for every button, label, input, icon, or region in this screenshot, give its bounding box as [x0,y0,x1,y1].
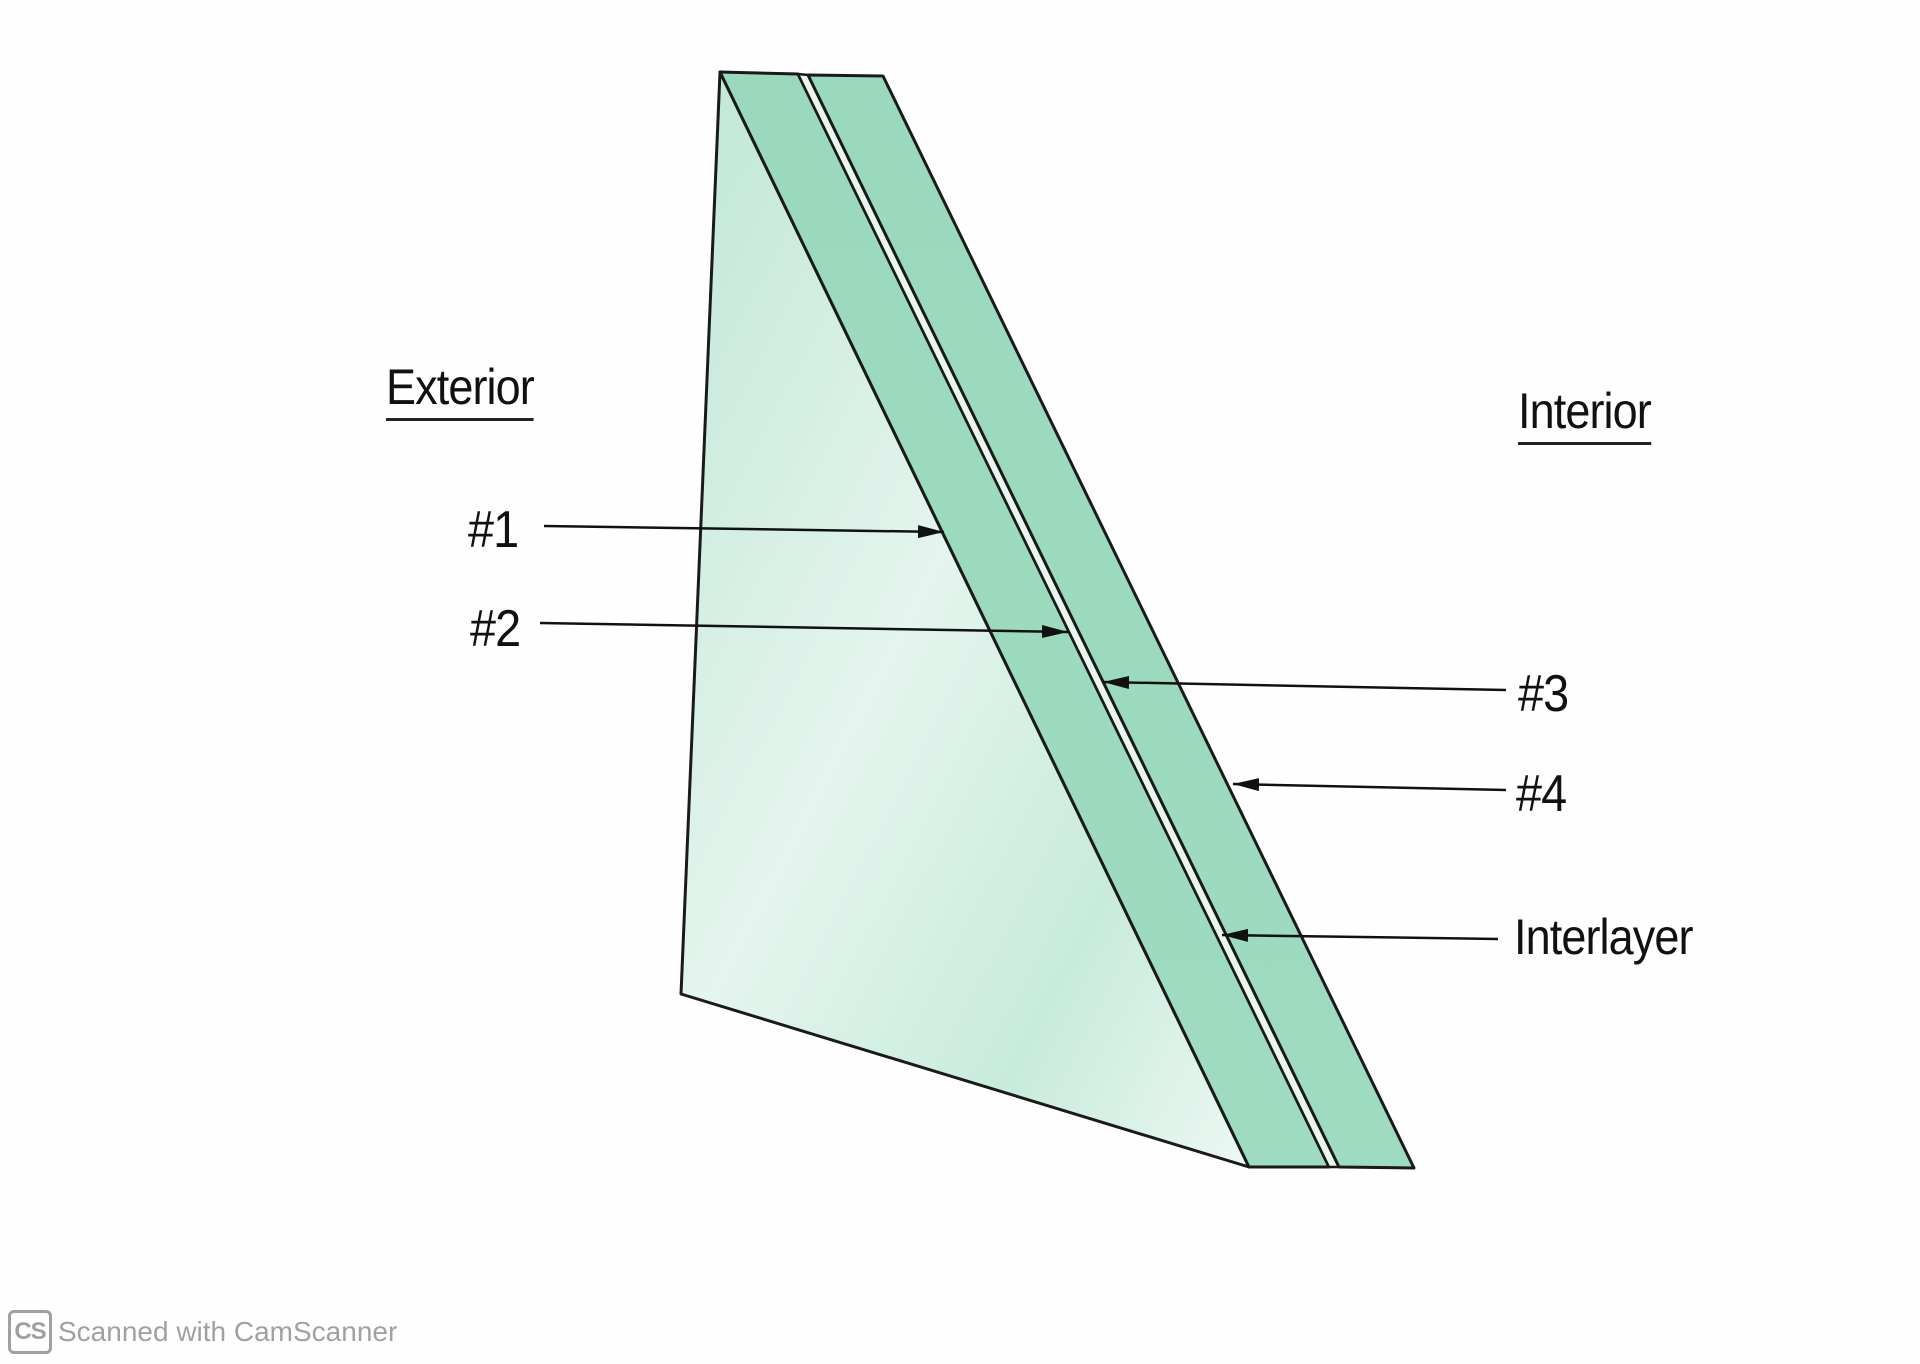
surface-2-arrow [539,621,1069,639]
surface-4-arrow [1232,778,1507,792]
camscanner-watermark: CS Scanned with CamScanner [8,1310,397,1354]
surface-3-arrow [1102,676,1507,692]
surface-1-label: #1 [468,501,519,559]
interior-pane-edge [806,73,1416,1170]
interlayer-arrow [1221,928,1499,942]
watermark-text: Scanned with CamScanner [58,1316,398,1347]
surface-1-arrow [543,524,945,539]
interior-label: Interior [1518,386,1652,445]
camscanner-logo-icon: CS [8,1310,52,1354]
surface-4-label: #4 [1516,765,1567,823]
exterior-glass-face [679,70,1251,1169]
surface-3-label: #3 [1518,665,1569,723]
interlayer-label: Interlayer [1514,909,1693,965]
surface-2-label: #2 [470,600,521,658]
exterior-label: Exterior [386,362,535,421]
